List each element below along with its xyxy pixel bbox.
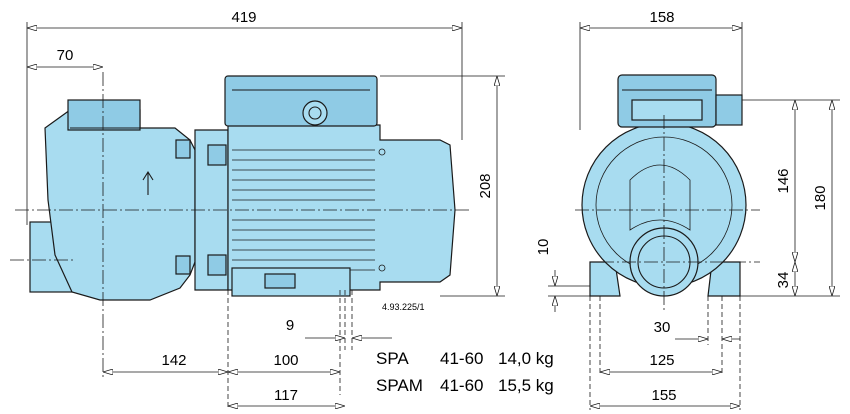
dimension-labels: 419 70 208 9 4.93.225/1 142 100 117 158 … <box>57 9 829 404</box>
front-view <box>575 74 760 310</box>
drawing-reference: 4.93.225/1 <box>382 302 425 312</box>
dim-front-width: 158 <box>649 9 674 26</box>
dim-motor-height: 208 <box>477 173 494 198</box>
dim-foot-height: 10 <box>535 239 552 256</box>
cooling-fins <box>232 149 375 271</box>
series-name: 41-60 <box>440 349 484 368</box>
bolt <box>207 144 227 166</box>
weight-value: 14,0 kg <box>498 349 554 368</box>
nameplate <box>264 273 296 289</box>
dim-foot-inner: 125 <box>649 352 674 369</box>
dim-base-total: 117 <box>274 387 298 404</box>
cable-gland <box>302 100 328 126</box>
dim-total-height: 180 <box>812 185 829 210</box>
terminal-box <box>224 75 378 127</box>
dim-inlet-offset: 70 <box>57 47 74 64</box>
weight-value: 15,5 kg <box>498 376 554 395</box>
cable-gland-side <box>715 94 743 126</box>
bolt <box>175 255 191 275</box>
dim-bolt-hole: 30 <box>654 319 671 336</box>
side-view <box>10 72 470 380</box>
bolt <box>207 254 227 276</box>
model-name: SPA <box>376 349 409 368</box>
dim-foot-base: 34 <box>775 272 792 289</box>
bolt <box>175 139 191 159</box>
pump-volute <box>44 109 196 301</box>
dim-overall-length: 419 <box>231 9 256 26</box>
series-name: 41-60 <box>440 376 484 395</box>
dim-shaft-height: 146 <box>775 168 792 193</box>
dim-base-mid: 100 <box>273 352 298 369</box>
outlet-flange <box>67 99 141 131</box>
terminal-cover <box>631 99 703 121</box>
weight-row: SPA 41-60 14,0 kg <box>376 345 554 372</box>
dim-foot-outer: 155 <box>651 387 676 404</box>
dim-foot-spacing: 9 <box>286 317 294 334</box>
motor-body <box>227 124 456 291</box>
dim-base-left: 142 <box>161 352 186 369</box>
dimension-lines <box>26 22 840 410</box>
weight-row: SPAM 41-60 15,5 kg <box>376 372 554 399</box>
weight-table: SPA 41-60 14,0 kg SPAM 41-60 15,5 kg <box>376 345 554 399</box>
model-name: SPAM <box>376 376 423 395</box>
